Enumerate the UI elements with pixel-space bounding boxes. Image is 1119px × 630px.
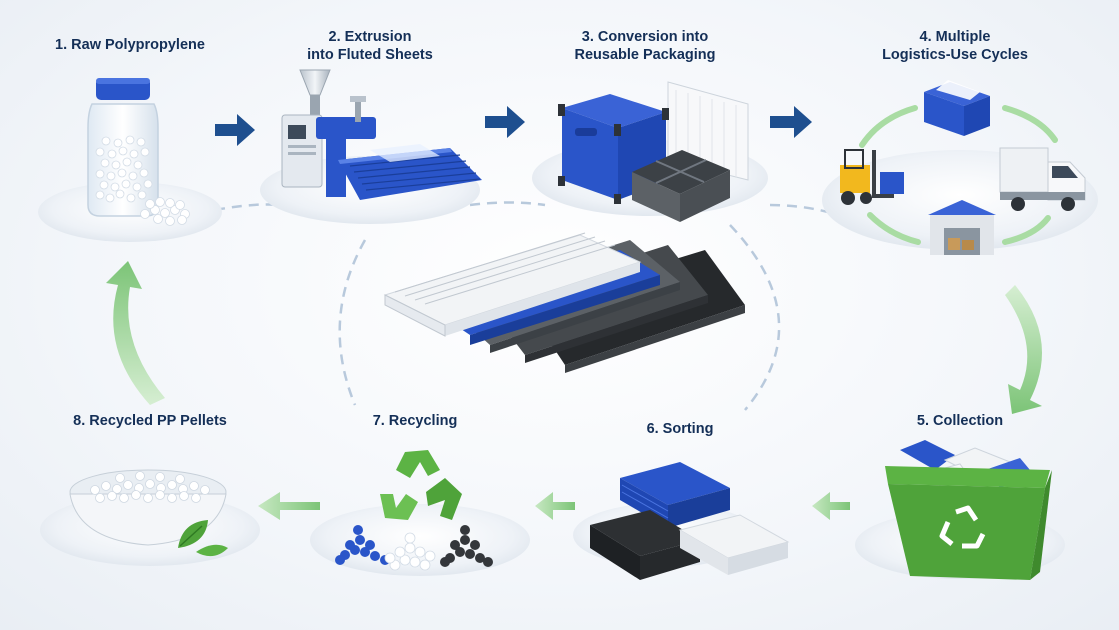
sorted-sheets-icon xyxy=(590,462,790,580)
step-8-line-1: 8. Recycled PP Pellets xyxy=(73,413,227,429)
logistics-cycle-icon xyxy=(840,80,1086,255)
step-7-line-1: 7. Recycling xyxy=(372,413,458,429)
arrow-7-to-8 xyxy=(258,492,320,520)
arrow-6-to-7 xyxy=(535,492,575,520)
step-8-label: 8. Recycled PP Pellets xyxy=(55,412,245,430)
arrow-5-to-6 xyxy=(812,492,850,520)
step-3-line-2: Reusable Packaging xyxy=(574,47,716,63)
foldable-crate-icon xyxy=(558,81,749,222)
blue-flow-arrows xyxy=(215,106,812,146)
step-4-line-2: Logistics-Use Cycles xyxy=(882,47,1028,63)
extruder-machine-icon xyxy=(281,69,482,200)
step-2-label: 2. Extrusion into Fluted Sheets xyxy=(280,28,460,64)
step-2-line-1: 2. Extrusion xyxy=(328,29,412,45)
step-1-label: 1. Raw Polypropylene xyxy=(40,36,220,54)
step-4-label: 4. Multiple Logistics-Use Cycles xyxy=(860,28,1050,64)
arrow-8-to-1 xyxy=(106,261,165,405)
step-3-line-1: 3. Conversion into xyxy=(581,29,709,45)
arrow-1-to-2 xyxy=(215,114,255,146)
step-6-line-1: 6. Sorting xyxy=(646,421,714,437)
recycle-symbol-icon xyxy=(335,450,493,571)
step-5-line-1: 5. Collection xyxy=(916,413,1004,429)
pellet-jar-icon xyxy=(87,78,190,226)
step-6-label: 6. Sorting xyxy=(620,420,740,438)
fluted-sheet-stack-icon xyxy=(383,232,745,373)
recycling-bin-icon xyxy=(885,440,1052,580)
pellet-bowl-icon xyxy=(69,469,228,557)
step-3-label: 3. Conversion into Reusable Packaging xyxy=(550,28,740,64)
arrow-4-to-5 xyxy=(1005,285,1042,414)
dashed-connector-loop xyxy=(214,201,829,411)
arrow-2-to-3 xyxy=(485,106,525,138)
step-1-line-1: 1. Raw Polypropylene xyxy=(55,37,205,53)
step-7-label: 7. Recycling xyxy=(355,412,475,430)
step-2-line-2: into Fluted Sheets xyxy=(307,47,433,63)
step-4-line-1: 4. Multiple xyxy=(919,29,991,45)
green-flow-arrows xyxy=(106,261,1042,520)
arrow-3-to-4 xyxy=(770,106,812,138)
step-5-label: 5. Collection xyxy=(900,412,1020,430)
